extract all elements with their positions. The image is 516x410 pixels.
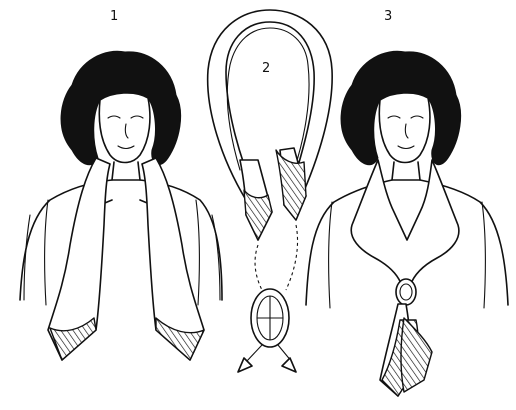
figure-1-face — [99, 93, 150, 163]
arrow-left-icon — [238, 358, 252, 372]
figure-3-face — [379, 93, 430, 163]
figure-3-woman — [306, 51, 508, 396]
arrow-right-icon — [282, 358, 296, 372]
figure-3-scarf-collar — [351, 160, 459, 286]
figure-3-ring-icon — [396, 279, 416, 305]
loop-outer — [208, 10, 333, 200]
figure-2-left-tip — [244, 190, 272, 240]
figure-2-scarf-loop — [208, 10, 333, 372]
scarf-ring-icon — [251, 289, 289, 347]
figure-1-woman — [20, 51, 222, 360]
figure-1-body — [20, 180, 222, 300]
